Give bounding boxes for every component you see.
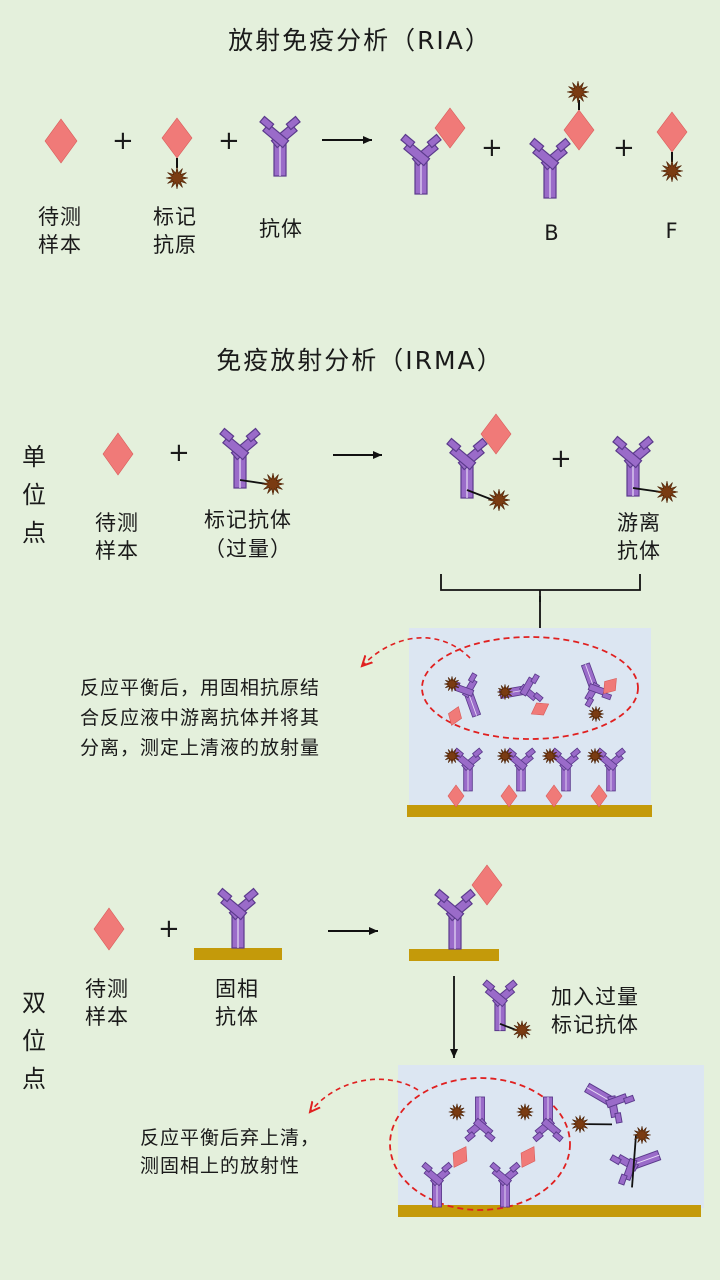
radiolabel-star-icon [261,472,285,496]
double-solid-bar-2 [409,949,499,961]
ria-plus-1: + [112,126,135,156]
ria-labeled-antigen-star-icon [165,166,189,190]
double-solid-bar-1 [194,948,282,960]
double-solid-antibody-icon [217,887,259,949]
single-note-line3: 分离，测定上清液的放射量 [80,737,321,759]
solid-bound-antibody-icon [595,747,627,792]
ria-sample-antigen-diamond-icon [44,118,78,164]
double-add-labeled-line2: 标记抗体 [551,1013,639,1037]
solid-phase-antigen-diamond-icon [447,784,465,808]
radiolabel-star-icon [516,1103,534,1121]
single-labeled-antibody-label-line2: （过量） [204,537,292,561]
single-plus-1: + [168,438,191,468]
double-site-label: 双位点 [22,989,47,1093]
ria-free-antigen-diamond-icon [656,111,688,153]
double-sample-label-line2: 样本 [85,1005,129,1029]
sandwich-labeled-antibody-icon [532,1096,564,1143]
radiolabel-star-icon [542,748,558,764]
ria-plus-2: + [218,126,241,156]
single-labeled-antibody-icon [219,427,261,489]
single-free-antibody-label-line1: 游离 [617,511,661,535]
ria-sample-label-line1: 待测 [38,205,82,229]
solid-capture-antibody-icon [421,1161,453,1208]
solid-phase-antigen-diamond-icon [500,784,518,808]
single-bound-antibody-icon [446,437,488,499]
radiolabel-star-icon [633,1126,651,1144]
ria-bound-labeled-antibody-icon [529,137,571,199]
solid-capture-antibody-icon [489,1161,521,1208]
free-antibody-dashed-ellipse [421,636,639,740]
radiolabel-star-icon [444,676,460,692]
ria-sample-label-line2: 样本 [38,233,82,257]
radiolabel-star-icon [655,480,679,504]
ria-free-label: F [665,219,679,243]
single-site-label: 单位点 [22,443,47,547]
single-bound-antigen-diamond-icon [480,413,512,455]
ria-free-label-star-icon [660,159,684,183]
antigen-diamond-icon [530,702,550,716]
double-added-labeled-antibody-icon [482,979,518,1032]
double-add-labeled-line1: 加入过量 [551,985,639,1009]
double-note-pointer-arrow [310,1078,419,1112]
ria-bound-antibody-icon [400,133,442,195]
ria-antibody-icon [259,115,301,177]
ria-bound-labeled-antigen-diamond-icon [563,109,595,151]
radiolabel-star-icon [512,1020,532,1040]
sandwich-labeled-antibody-icon [464,1096,496,1143]
single-labeled-antibody-label-line1: 标记抗体 [204,508,292,532]
double-solid-phase-bar [398,1205,701,1217]
single-note-line2: 合反应液中游离抗体并将其 [80,707,321,729]
irma-title: 免疫放射分析（IRMA） [216,346,504,375]
solid-bound-antibody-icon [550,747,582,792]
double-note-line1: 反应平衡后弃上清， [140,1127,321,1149]
ria-labeled-antigen-label-line2: 抗原 [153,233,197,257]
ria-bound-label: B [544,221,560,245]
single-sample-antigen-diamond-icon [102,432,134,476]
single-free-antibody-label-line2: 抗体 [617,539,661,563]
ria-labeled-antigen-diamond-icon [161,117,193,159]
radiolabel-star-icon [497,684,513,700]
radiolabel-star-icon [487,488,511,512]
radiolabel-star-icon [588,706,604,722]
antigen-diamond-icon [448,706,462,726]
radiolabel-star-icon [444,748,460,764]
ria-plus-3: + [481,133,504,163]
double-note-line2: 测固相上的放射性 [140,1155,301,1177]
ria-antibody-label: 抗体 [259,217,303,241]
double-result-panel [398,1065,704,1208]
antigen-diamond-icon [603,677,617,695]
single-solid-phase-bar [407,805,652,817]
double-bound-antigen-diamond-icon [471,864,503,906]
ria-labeled-antigen-label-line1: 标记 [153,205,197,229]
double-sample-antigen-diamond-icon [93,907,125,951]
ria-bound-antigen-diamond-icon [434,107,466,149]
solid-phase-antigen-diamond-icon [590,784,608,808]
sandwich-antigen-diamond-icon [452,1146,468,1168]
double-bound-antibody-icon [434,888,476,950]
supernatant-antibody-icon [580,662,613,708]
radiolabel-star-icon [587,748,603,764]
ria-plus-4: + [613,133,636,163]
ria-title: 放射免疫分析（RIA） [228,26,492,55]
radiolabel-star-icon [497,748,513,764]
double-solid-antibody-label-line1: 固相 [215,977,259,1001]
sandwich-dashed-ellipse [389,1077,571,1211]
single-note-pointer-arrow [362,637,471,666]
ria-bound-label-star-icon [566,80,590,104]
radiolabel-star-icon [448,1103,466,1121]
double-plus-1: + [158,914,181,944]
single-plus-2: + [550,444,573,474]
single-sample-label-line2: 样本 [95,539,139,563]
single-free-antibody-icon [612,435,654,497]
sandwich-antigen-diamond-icon [520,1146,536,1168]
supernatant-labeled-antibody-icon [584,1082,636,1124]
radiolabel-star-icon [571,1115,589,1133]
double-solid-antibody-label-line2: 抗体 [215,1005,259,1029]
double-sample-label-line1: 待测 [85,977,129,1001]
single-note-line1: 反应平衡后，用固相抗原结 [80,677,321,699]
solid-phase-antigen-diamond-icon [545,784,563,808]
single-sample-label-line1: 待测 [95,511,139,535]
